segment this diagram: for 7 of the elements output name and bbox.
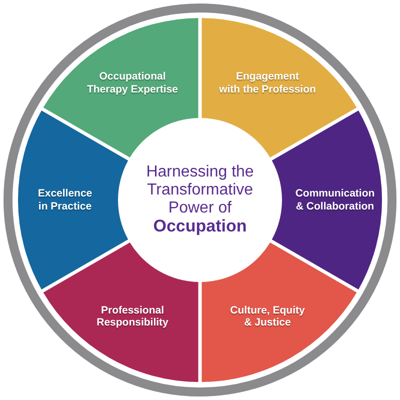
segment-label: Communication & Collaboration	[295, 188, 375, 212]
segment-label: Engagement with the Profession	[219, 70, 316, 96]
segment-label: Professional Responsibility	[96, 304, 168, 330]
center-heading: Harnessing the Transformative Power of Occupation	[146, 164, 254, 236]
segment-label: Excellence in Practice	[38, 188, 92, 212]
segment-label: Culture, Equity & Justice	[230, 304, 305, 330]
segment-label: Occupational Therapy Expertise	[86, 70, 178, 96]
